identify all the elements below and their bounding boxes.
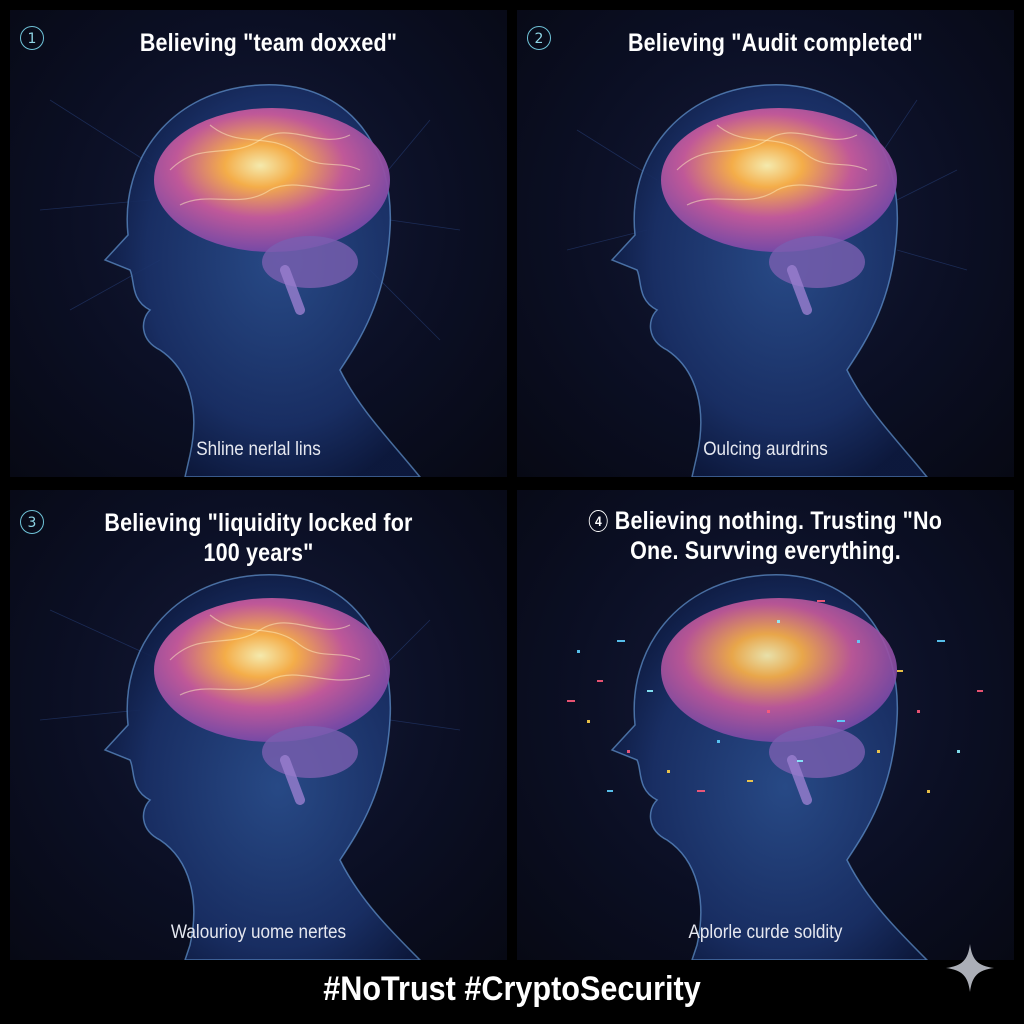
panel-title-text: Believing nothing. Trusting "No One. Sur… xyxy=(614,507,943,565)
brain-icon xyxy=(154,108,390,315)
panel-4: 4 Believing nothing. Trusting "No One. Su… xyxy=(517,490,1014,960)
step-number-badge: 4 xyxy=(588,510,608,532)
head-silhouette-icon xyxy=(39,84,461,477)
data-particles xyxy=(567,600,983,793)
brain-icon xyxy=(661,598,897,805)
head-silhouette-icon xyxy=(566,84,968,477)
panel-caption: Aplorle curde soldity xyxy=(688,922,843,943)
panel-grid: 1 Believing "team doxxed" Shline nerlal … xyxy=(10,10,1014,960)
head-silhouette-icon xyxy=(567,574,983,960)
panel-title: 4 Believing nothing. Trusting "No One. Su… xyxy=(569,506,962,566)
panel-2: 2 Believing "Audit completed" Oulcing au… xyxy=(517,10,1014,477)
brain-icon xyxy=(661,108,897,315)
step-number-badge: 3 xyxy=(20,510,44,534)
step-number-badge: 2 xyxy=(527,26,551,50)
sparkle-icon xyxy=(946,944,994,992)
panel-1: 1 Believing "team doxxed" Shline nerlal … xyxy=(10,10,507,477)
panel-3: 3 Believing "liquidity locked for 100 ye… xyxy=(10,490,507,960)
hashtag-footer: #NoTrust #CryptoSecurity xyxy=(323,970,701,1008)
panel-caption: Walourioy uome nertes xyxy=(170,922,347,943)
head-silhouette-icon xyxy=(39,574,461,960)
panel-caption: Oulcing aurdrins xyxy=(703,439,828,460)
panel-title: Believing "team doxxed" xyxy=(139,29,398,57)
step-number-badge: 1 xyxy=(20,26,44,50)
panel-title: Believing "liquidity locked for 100 year… xyxy=(104,509,413,567)
brain-icon xyxy=(154,598,390,805)
panel-caption: Shline nerlal lins xyxy=(196,439,321,460)
panel-title: Believing "Audit completed" xyxy=(627,29,924,57)
